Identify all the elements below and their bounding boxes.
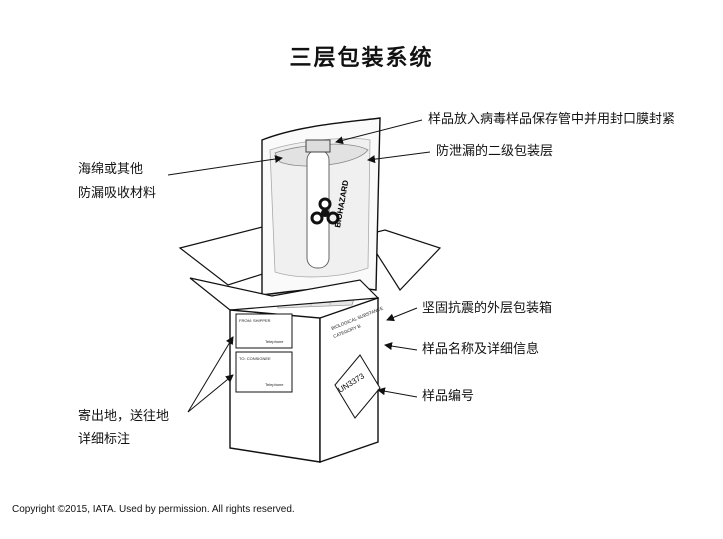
leader-absorbent xyxy=(167,155,283,176)
label-primary-receptacle: 样品放入病毒样品保存管中并用封口膜封紧 xyxy=(428,112,676,127)
shipper-label xyxy=(235,313,293,349)
leader-number xyxy=(377,387,418,398)
to-label-text: TO: CONSIGNEE xyxy=(239,356,271,361)
label-specimen-number: 样品编号 xyxy=(422,389,475,404)
leader-secondary xyxy=(367,151,431,164)
from-label-text: FROM: SHIPPER xyxy=(239,318,271,323)
leader-info xyxy=(384,342,418,351)
label-address-line1: 寄出地，送往地 xyxy=(78,409,170,424)
label-absorbent-line2: 防漏吸收材料 xyxy=(78,186,157,201)
leader-address-1 xyxy=(187,336,234,413)
secondary-bag: BIOHAZARD xyxy=(261,117,381,296)
copyright-notice: Copyright ©2015, IATA. Used by permissio… xyxy=(12,504,295,515)
diagram-title: 三层包装系统 xyxy=(289,46,434,71)
label-secondary-packaging: 防泄漏的二级包装层 xyxy=(436,144,554,159)
label-absorbent-line1: 海绵或其他 xyxy=(78,162,144,177)
label-specimen-info: 样品名称及详细信息 xyxy=(422,342,540,357)
consignee-label xyxy=(235,351,293,393)
biohazard-symbol xyxy=(310,197,340,225)
leader-address-2 xyxy=(187,374,234,413)
label-outer-packaging: 坚固抗震的外层包装箱 xyxy=(422,301,553,316)
leader-outer xyxy=(386,307,418,322)
box-front-flap xyxy=(189,277,380,311)
leader-primary xyxy=(335,119,423,145)
label-address-line2: 详细标注 xyxy=(78,432,131,447)
address-labels xyxy=(235,313,293,393)
to-phone-text: Telephone xyxy=(265,382,284,387)
from-phone-text: Telephone xyxy=(265,339,284,344)
